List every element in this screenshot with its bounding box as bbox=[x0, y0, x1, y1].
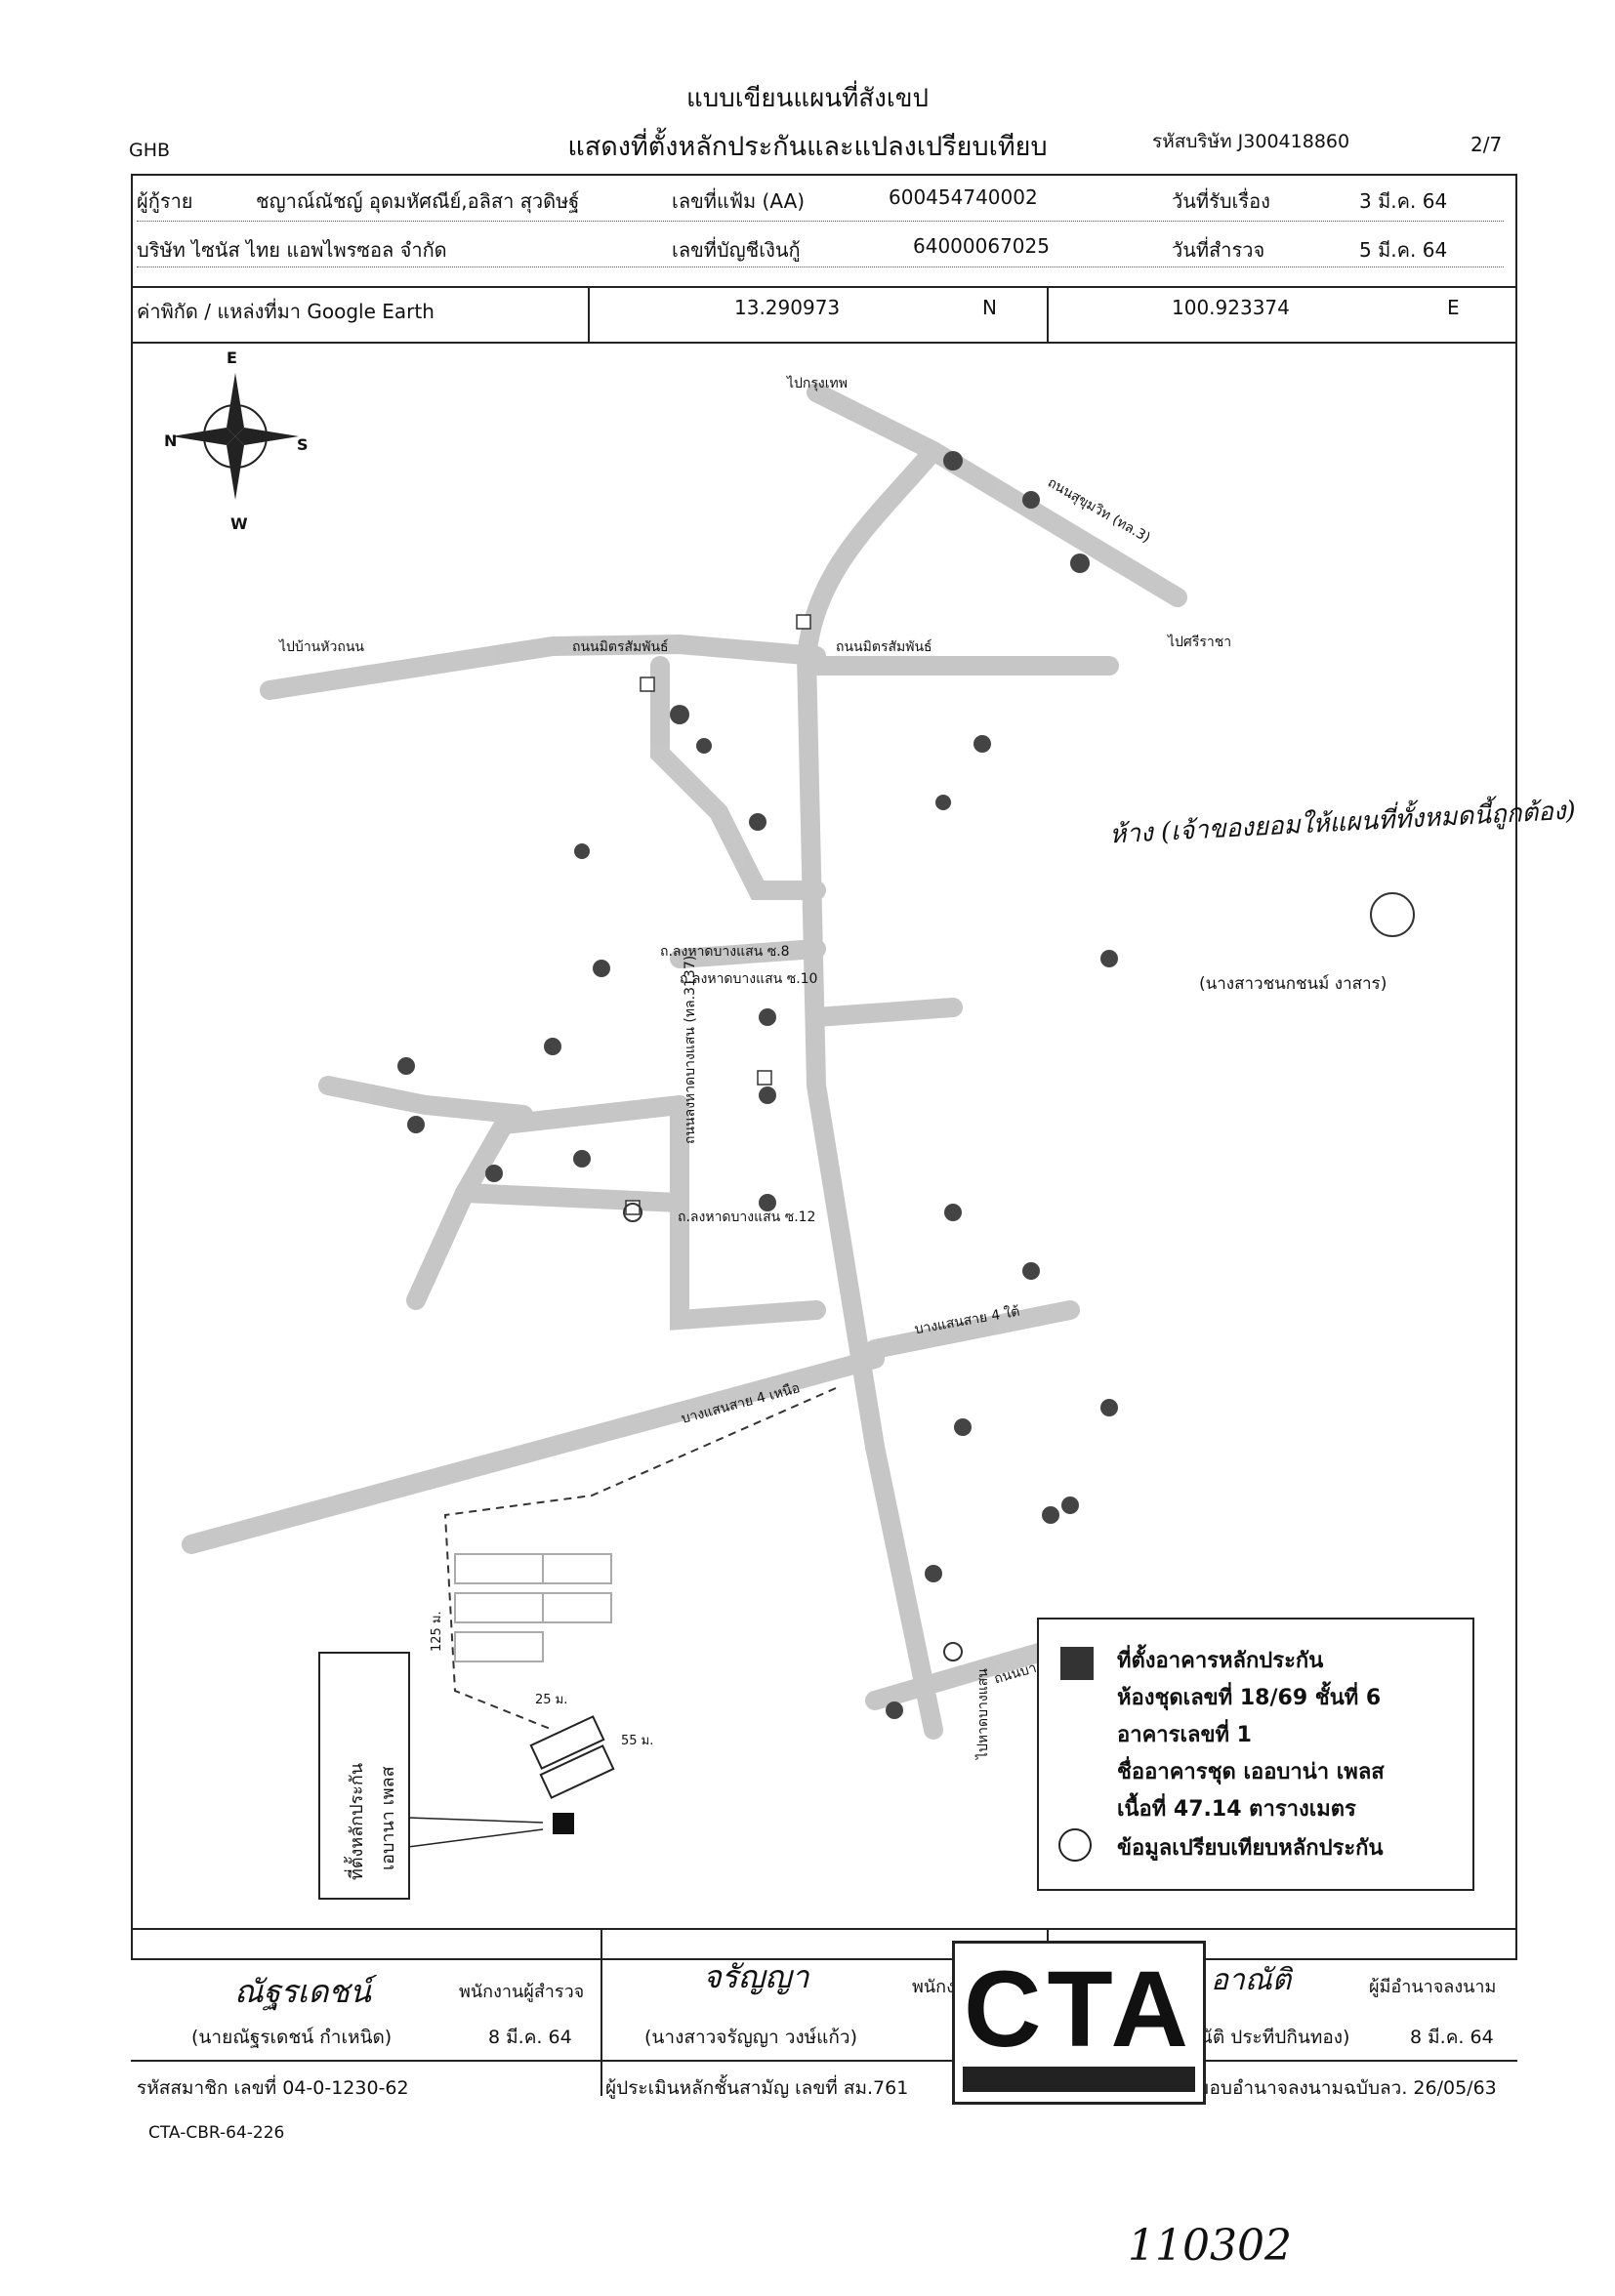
stamp-text: CTA bbox=[964, 1949, 1194, 2070]
borrower-name: ชญาณ์ณัชญ์ อุดมหัศณีย์,อลิสา สุวดิษฐ์ bbox=[256, 189, 580, 213]
page-number: 2/7 bbox=[1470, 133, 1503, 156]
legend-line-3: อาคารเลขที่ 1 bbox=[1117, 1723, 1252, 1747]
asset-box-name: เอบานา เพลส bbox=[378, 1766, 398, 1870]
received-label: วันที่รับเรื่อง bbox=[1172, 189, 1270, 213]
compass-rose bbox=[162, 363, 309, 510]
label-to-sriracha: ไปศรีราชา bbox=[1168, 635, 1232, 650]
resident-name: (นางสาวชนกชนม์ งาสาร) bbox=[1199, 974, 1387, 994]
label-soi-12: ถ.ลงหาดบางแสน ซ.12 bbox=[678, 1210, 816, 1225]
label-to-beach: ไปหาดบางแสน bbox=[975, 1668, 991, 1759]
compass-s: S bbox=[297, 435, 309, 454]
appraiser-license: ผู้ประเมินหลักชั้นสามัญ เลขที่ สม.761 bbox=[605, 2077, 909, 2099]
label-mitsamphan-1: ถนนมิตรสัมพันธ์ bbox=[572, 639, 669, 655]
company-stamp: CTA bbox=[952, 1941, 1206, 2105]
surveyor-date: 8 มี.ค. 64 bbox=[488, 2027, 572, 2048]
label-soi-10: ถ.ลงหาดบางแสน ซ.10 bbox=[680, 971, 818, 987]
company-code: รหัสบริษัท J300418860 bbox=[1152, 131, 1350, 152]
authorized-date: 8 มี.ค. 64 bbox=[1410, 2027, 1494, 2048]
asset-location-box: ที่ตั้งหลักประกัน เอบานา เพลส bbox=[318, 1652, 410, 1900]
borrower-label: ผู้กู้ราย bbox=[137, 189, 193, 213]
compass-w: W bbox=[230, 514, 248, 533]
form-subtitle: แสดงที่ตั้งหลักประกันและแปลงเปรียบเทียบ bbox=[567, 132, 1048, 162]
label-mitsamphan-2: ถนนมิตรสัมพันธ์ bbox=[836, 639, 932, 655]
legend-line-1: ที่ตั้งอาคารหลักประกัน bbox=[1117, 1649, 1324, 1673]
member-code: รหัสสมาชิก เลขที่ 04-0-1230-62 bbox=[137, 2077, 409, 2099]
label-main-road: ถนนลงหาดบางแสน (ทล.3137) bbox=[683, 955, 698, 1144]
compass-n: N bbox=[164, 431, 178, 450]
map-roads-svg bbox=[182, 383, 1415, 1848]
file-no-label: เลขที่แฟ้ม (AA) bbox=[672, 189, 806, 213]
survey-date: 5 มี.ค. 64 bbox=[1359, 238, 1448, 262]
legend-square-icon bbox=[1060, 1647, 1094, 1680]
label-to-ban-hua-lam: ไปบ้านหัวถนน bbox=[279, 639, 364, 655]
handwritten-number: 110302 bbox=[1128, 2221, 1292, 2271]
label-soi-8: ถ.ลงหาดบางแสน ซ.8 bbox=[660, 944, 790, 960]
compass-icon bbox=[172, 373, 299, 500]
legend-line-6: ข้อมูลเปรียบเทียบหลักประกัน bbox=[1117, 1836, 1384, 1861]
bank-code: GHB bbox=[129, 140, 171, 161]
surveyor-name: (นายณัฐรเดชน์ กำเหนิด) bbox=[191, 2027, 393, 2048]
footer-divider bbox=[131, 1928, 1517, 1930]
label-dist-55m: 55 ม. bbox=[621, 1734, 654, 1748]
received-date: 3 มี.ค. 64 bbox=[1359, 189, 1448, 213]
asset-box-title: ที่ตั้งหลักประกัน bbox=[347, 1762, 367, 1880]
map-sketch: E N S W ไปกรุงเทพ ไปศรีราชา ถนนสุขุมวิท … bbox=[133, 344, 1576, 1929]
company-label: บริษัท ไซนัส ไทย แอพไพรซอล จำกัด bbox=[137, 238, 447, 262]
label-dist-25m: 25 ม. bbox=[535, 1693, 568, 1707]
authorized-ref: มอบอำนาจลงนามฉบับลว. 26/05/63 bbox=[1197, 2077, 1497, 2099]
signature-authorized: อาณัติ bbox=[1211, 1963, 1292, 1997]
label-dist-125m: 125 ม. bbox=[430, 1611, 444, 1652]
doc-code: CTA-CBR-64-226 bbox=[148, 2123, 285, 2143]
label-to-bangkok: ไปกรุงเทพ bbox=[787, 376, 849, 391]
surveyor-role: พนักงานผู้สำรวจ bbox=[459, 1982, 585, 2002]
signature-surveyor: ณัฐรเดชน์ bbox=[234, 1973, 371, 2010]
compass-e: E bbox=[227, 348, 237, 367]
info-divider bbox=[131, 286, 1517, 288]
form-frame bbox=[131, 174, 1517, 1960]
legend-circle-icon bbox=[1058, 1828, 1092, 1862]
map-legend: ที่ตั้งอาคารหลักประกัน ห้องชุดเลขที่ 18/… bbox=[1037, 1618, 1474, 1891]
footer-divider bbox=[131, 2060, 1517, 2062]
info-divider bbox=[131, 342, 1517, 344]
longitude: 100.923374 bbox=[1172, 296, 1290, 319]
coord-label: ค่าพิกัด / แหล่งที่มา Google Earth bbox=[137, 300, 435, 323]
legend-line-2: ห้องชุดเลขที่ 18/69 ชั้นที่ 6 bbox=[1117, 1686, 1382, 1710]
authorized-role: ผู้มีอำนาจลงนาม bbox=[1369, 1977, 1497, 1997]
appraiser-name: (นางสาวจรัญญา วงษ์แก้ว) bbox=[644, 2027, 858, 2048]
legend-line-5: เนื้อที่ 47.14 ตารางเมตร bbox=[1117, 1797, 1356, 1822]
account-label: เลขที่บัญชีเงินกู้ bbox=[672, 238, 801, 262]
account-no: 64000067025 bbox=[913, 234, 1050, 258]
latitude-dir: N bbox=[982, 296, 997, 319]
form-title: แบบเขียนแผนที่สังเขป bbox=[685, 84, 930, 113]
survey-label: วันที่สำรวจ bbox=[1172, 238, 1265, 262]
longitude-dir: E bbox=[1447, 296, 1460, 319]
stamp-band bbox=[963, 2067, 1195, 2092]
signature-appraiser: จรัญญา bbox=[703, 1958, 809, 1995]
latitude: 13.290973 bbox=[734, 296, 841, 319]
file-no: 600454740002 bbox=[889, 185, 1038, 209]
legend-line-4: ชื่ออาคารชุด เออบาน่า เพลส bbox=[1117, 1760, 1385, 1784]
